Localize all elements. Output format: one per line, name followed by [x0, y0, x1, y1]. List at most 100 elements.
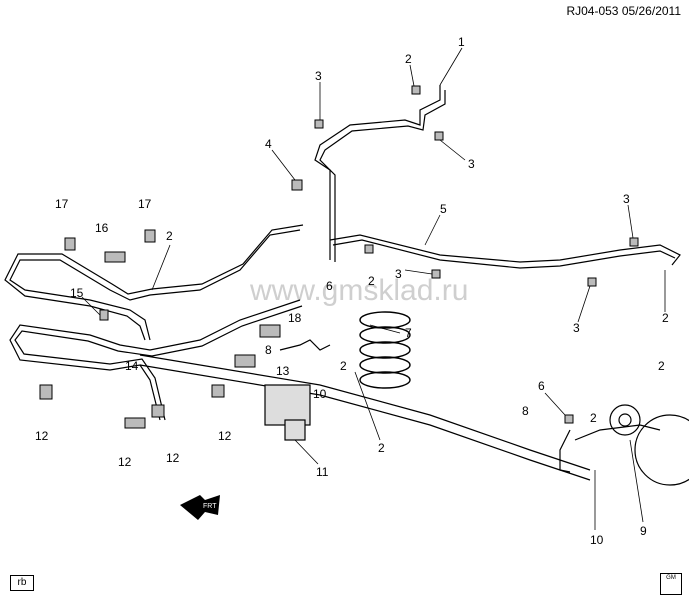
callout-18: 18 [288, 311, 302, 325]
callout-8-rear: 8 [522, 404, 529, 418]
rear-brake-hose [559, 429, 571, 473]
spring-coil-1 [359, 311, 411, 329]
leader-2-top [409, 64, 415, 87]
clip-3-top-right [434, 131, 444, 141]
rear-disc [634, 414, 689, 486]
clip-6-rear [564, 414, 574, 424]
front-arrow-shape [180, 495, 220, 520]
callout-4: 4 [265, 137, 272, 151]
callout-10-front: 10 [313, 387, 327, 401]
clip-3-top-left [314, 119, 324, 129]
clip-12-c [151, 404, 165, 418]
brake-pipe-left-lower-inner [14, 305, 303, 421]
callout-14: 14 [125, 359, 139, 373]
rear-hub [609, 404, 689, 486]
leader-9 [629, 439, 644, 523]
frame-rail-lower [139, 364, 591, 481]
callout-1: 1 [458, 35, 465, 49]
brake-pipe-5 [329, 234, 681, 266]
leader-3-mid [404, 269, 433, 275]
front-arrow: FRT [180, 495, 220, 520]
callout-9: 9 [640, 524, 647, 538]
callout-2-right: 2 [662, 311, 669, 325]
clip-4 [291, 179, 303, 191]
callout-3-top: 3 [315, 69, 322, 83]
clip-17-right [144, 229, 156, 243]
brake-pipe-left-upper [9, 229, 301, 341]
rear-hub-outer [609, 404, 641, 436]
brake-pipe-5-inner [332, 239, 676, 269]
callout-17-right: 17 [138, 197, 152, 211]
callout-6-front: 6 [326, 279, 333, 293]
leader-3-topright [439, 139, 466, 161]
leader-2-mid [354, 371, 381, 441]
callout-5: 5 [440, 202, 447, 216]
leader-3-right [627, 204, 634, 239]
rear-pipe-9 [574, 424, 661, 441]
abs-module-body [264, 384, 311, 426]
callout-3-topright: 3 [468, 157, 475, 171]
clip-3-mid2 [431, 269, 441, 279]
leader-5 [424, 214, 441, 246]
callout-2-top: 2 [405, 52, 412, 66]
frame-rail [139, 354, 591, 471]
callout-2-front: 2 [340, 359, 347, 373]
callout-2-rear: 2 [590, 411, 597, 425]
callout-12-b: 12 [118, 455, 132, 469]
front-arrow-label: FRT [203, 503, 217, 510]
leader-3-lower [577, 285, 591, 323]
abs-motor [284, 419, 306, 441]
clip-2-top [411, 85, 421, 95]
brake-pipes [4, 85, 681, 481]
clip-13 [234, 354, 256, 368]
rear-hub-inner [618, 413, 632, 427]
front-brake-hose [279, 339, 331, 351]
callout-2-rear-right: 2 [658, 359, 665, 373]
leader-1 [439, 47, 463, 86]
clip-12-b [124, 417, 146, 429]
diagram-header: RJ04-053 05/26/2011 [566, 4, 681, 18]
clip-12-a [39, 384, 53, 400]
callout-12-c: 12 [166, 451, 180, 465]
watermark: www.gmsklad.ru [249, 274, 468, 307]
callout-17-left: 17 [55, 197, 69, 211]
leader-7 [369, 324, 401, 334]
leader-15 [81, 296, 101, 316]
leader-11 [294, 439, 319, 465]
clip-3-lower [587, 277, 597, 287]
callout-3-mid: 3 [395, 267, 402, 281]
clip-16 [104, 251, 126, 263]
brake-pipe-top-inner [319, 90, 446, 262]
callout-2-left: 2 [166, 229, 173, 243]
callout-16: 16 [95, 221, 109, 235]
brake-pipe-left-upper-inner [4, 224, 304, 341]
spring-coil-4 [359, 356, 411, 374]
front-strut-spring [359, 311, 411, 389]
leader-lines [81, 47, 666, 530]
callout-2-strut: 2 [368, 274, 375, 288]
spring-coil-3 [359, 341, 411, 359]
corner-label: rb [10, 575, 34, 591]
callout-15: 15 [70, 286, 84, 300]
callout-10-rear: 10 [590, 533, 604, 547]
callout-3-right: 3 [623, 192, 630, 206]
callout-7: 7 [405, 326, 412, 340]
clip-3-mid [364, 244, 374, 254]
clip-15 [99, 309, 109, 321]
spring-coil-2 [359, 326, 411, 344]
callout-2-mid: 2 [378, 441, 385, 455]
brake-pipe-left-lower [9, 299, 301, 421]
gm-logo: GM [660, 573, 682, 595]
callout-12-d: 12 [218, 429, 232, 443]
brake-pipe-top [314, 85, 441, 260]
callout-3-lower: 3 [573, 321, 580, 335]
abs-module [264, 384, 311, 441]
leader-4 [271, 149, 296, 181]
diagram-date: 05/26/2011 [621, 4, 681, 18]
clip-17-left [64, 237, 76, 251]
callout-13: 13 [276, 364, 290, 378]
leader-6-rear [544, 392, 566, 416]
callouts: 1 2 3 3 4 5 2 3 3 3 2 17 16 17 2 15 6 2 … [35, 35, 669, 547]
